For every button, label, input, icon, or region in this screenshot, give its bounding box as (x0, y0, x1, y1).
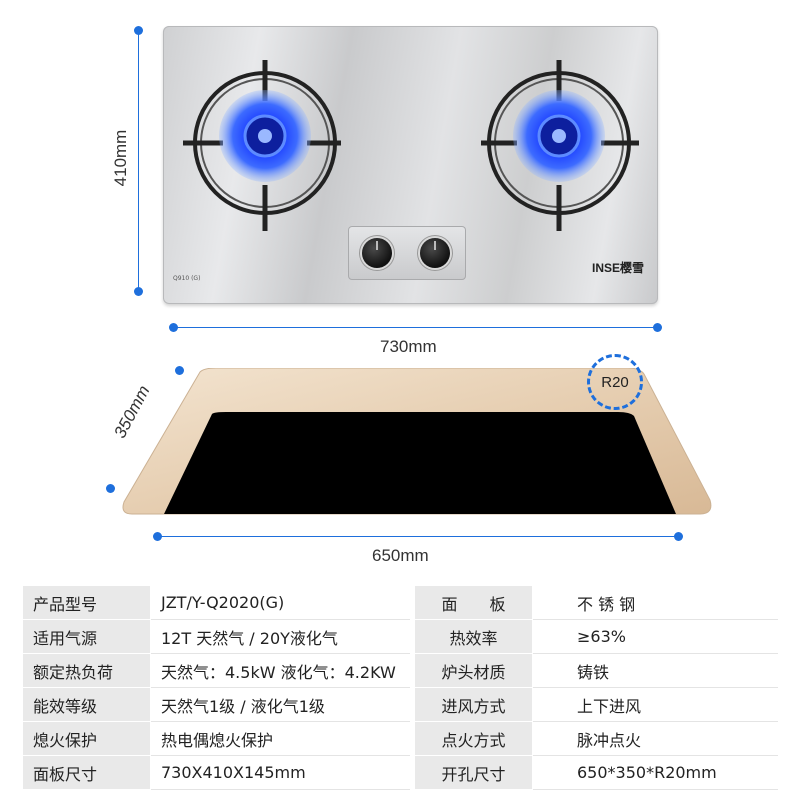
radius-callout: R20 (587, 354, 643, 410)
spec-label: 面板尺寸 (22, 755, 151, 790)
spec-value: ≥63% (532, 619, 778, 654)
spec-label: 炉头材质 (414, 653, 533, 688)
spec-value: 12T 天然气 / 20Y液化气 (150, 619, 410, 654)
knob-plate (348, 226, 466, 280)
spec-value: 天然气1级 / 液化气1级 (150, 687, 410, 722)
spec-value: 650*350*R20mm (532, 755, 778, 790)
height-label: 410mm (111, 129, 130, 187)
spec-label: 点火方式 (414, 721, 533, 756)
left-knob[interactable] (362, 238, 392, 268)
spec-value: 脉冲点火 (532, 721, 778, 756)
spec-label: 面 板 (414, 585, 533, 620)
spec-label: 熄火保护 (22, 721, 151, 756)
spec-row: 熄火保护热电偶熄火保护点火方式脉冲点火 (22, 721, 778, 756)
stove-panel: Q910 (G) INSE樱雪 (163, 26, 658, 304)
spec-value: 上下进风 (532, 687, 778, 722)
left-burner-grate (183, 60, 341, 231)
height-dimension-line (138, 31, 139, 291)
spec-value: 730X410X145mm (150, 755, 410, 790)
width-label: 730mm (380, 337, 437, 356)
dimension-dot-right (653, 323, 662, 332)
spec-label: 产品型号 (22, 585, 151, 620)
spec-label: 额定热负荷 (22, 653, 151, 688)
cutout-width-line (158, 536, 678, 537)
cutout-dot-left (153, 532, 162, 541)
spec-value: 铸铁 (532, 653, 778, 688)
brand-logo: INSE樱雪 (591, 261, 644, 275)
spec-label: 热效率 (414, 619, 533, 654)
cutout-diagram (120, 368, 712, 518)
cutout-hole (164, 412, 676, 514)
dimension-dot-left (169, 323, 178, 332)
spec-label: 适用气源 (22, 619, 151, 654)
burner-left (183, 60, 639, 231)
right-knob[interactable] (420, 238, 450, 268)
spec-value: 不 锈 钢 (532, 585, 778, 620)
depth-dot-bottom (106, 484, 115, 493)
spec-row: 能效等级天然气1级 / 液化气1级进风方式上下进风 (22, 687, 778, 722)
depth-dot-top (175, 366, 184, 375)
cutout-width-label: 650mm (372, 546, 429, 565)
spec-value: JZT/Y-Q2020(G) (150, 585, 410, 620)
cutout-dot-right (674, 532, 683, 541)
panel-model-text: Q910 (G) (173, 275, 201, 282)
dimension-dot-top (134, 26, 143, 35)
spec-label: 进风方式 (414, 687, 533, 722)
spec-label: 能效等级 (22, 687, 151, 722)
width-dimension-line (174, 327, 658, 328)
spec-label: 开孔尺寸 (414, 755, 533, 790)
dimension-dot-bottom (134, 287, 143, 296)
right-burner-grate (481, 60, 639, 231)
spec-value: 热电偶熄火保护 (150, 721, 410, 756)
spec-value: 天然气：4.5kW 液化气：4.2KW (150, 653, 410, 688)
